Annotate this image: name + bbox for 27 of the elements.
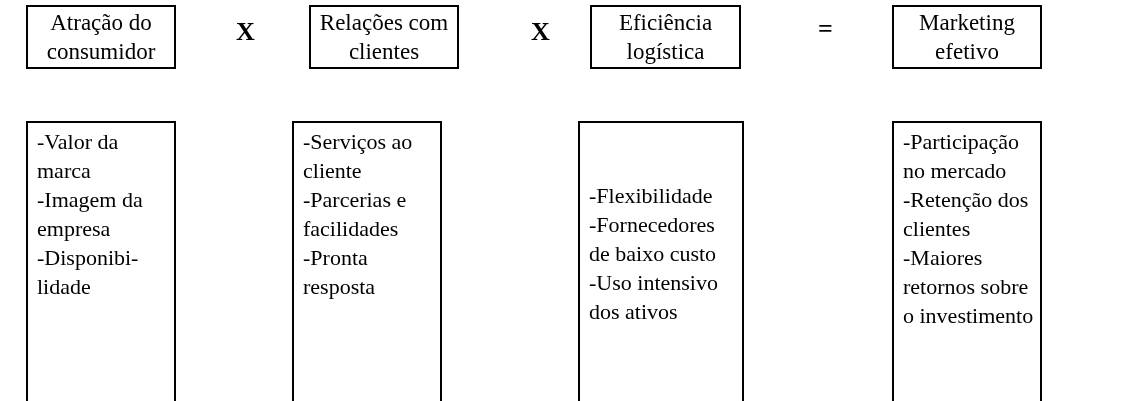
list-box (292, 121, 442, 401)
heading-text: Atração do consumidor (45, 9, 157, 66)
list-item: -Parcerias e facilidades (303, 186, 408, 243)
list-item: -Disponibi- lidade (37, 244, 140, 301)
list-box (892, 121, 1042, 401)
list-item: -Uso intensivo dos ativos (589, 269, 719, 326)
heading-box (892, 5, 1042, 69)
list-item: -Participação no mercado (903, 128, 1021, 185)
operator-symbol: = (818, 14, 833, 44)
list-item: -Flexibilidade (589, 182, 714, 210)
list-box (578, 121, 744, 401)
operator-symbol: X (531, 17, 550, 47)
heading-box (26, 5, 176, 69)
list-item: -Fornecedores de baixo custo (589, 211, 718, 268)
list-item: -Retenção dos clientes (903, 186, 1030, 243)
operator-symbol: X (236, 17, 255, 47)
heading-text: Relações com clientes (318, 9, 450, 66)
heading-box (309, 5, 459, 69)
list-item: -Imagem da empresa (37, 186, 144, 243)
list-item: -Maiores retornos sobre o investimento (903, 244, 1034, 330)
heading-box (590, 5, 741, 69)
list-item: -Pronta resposta (303, 244, 377, 301)
list-box (26, 121, 176, 401)
list-item: -Valor da marca (37, 128, 120, 185)
list-item: -Serviços ao cliente (303, 128, 414, 185)
heading-text: Eficiência logística (617, 9, 714, 66)
heading-text: Marketing efetivo (918, 9, 1016, 66)
